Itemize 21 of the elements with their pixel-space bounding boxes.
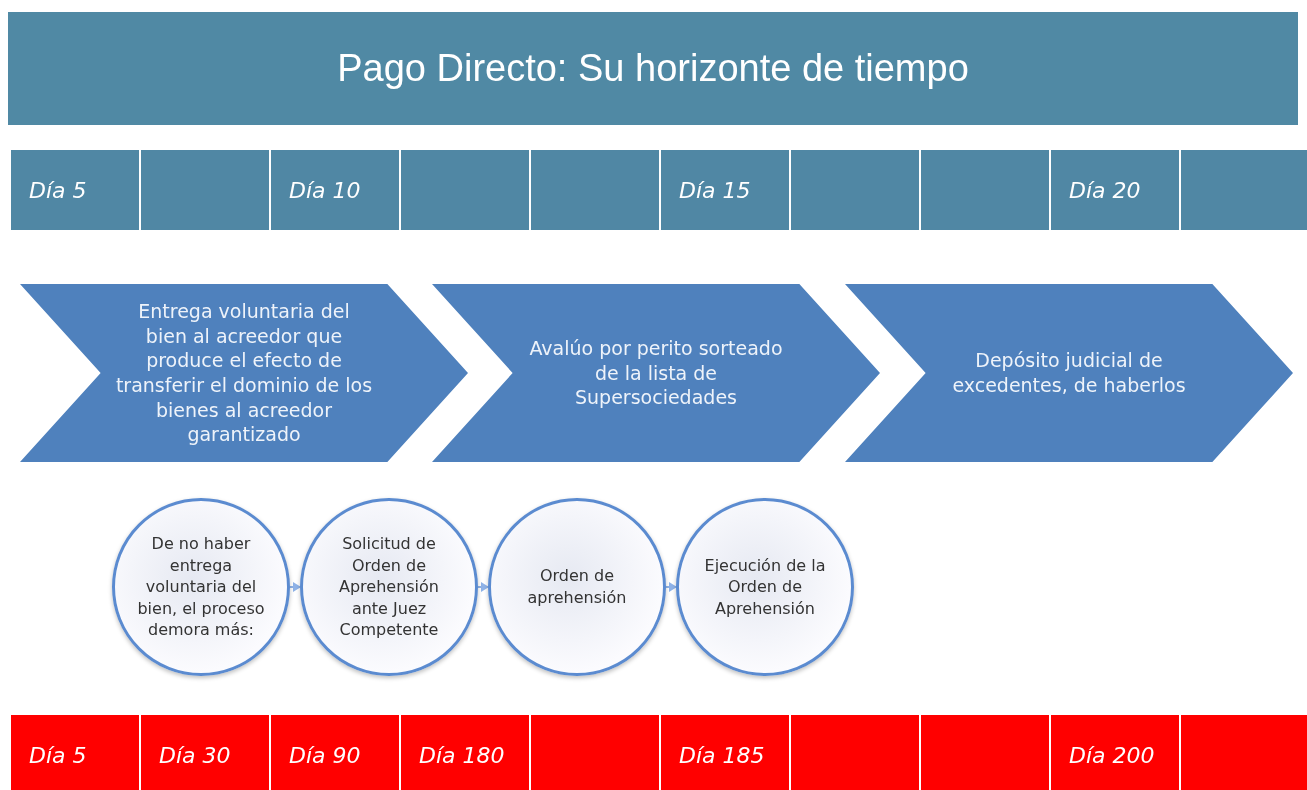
chevron-step: Entrega voluntaria del bien al acreedor que produce el efecto de transferir el dominio de los bienes al acreedor garantizado (20, 284, 468, 462)
arrow (289, 582, 301, 592)
circle-step: Orden de aprehensión (488, 498, 666, 676)
timeline-cell: Día 10 (271, 150, 399, 230)
timeline-cell: Día 5 (11, 715, 139, 790)
timeline-cell: Día 180 (401, 715, 529, 790)
timeline-cell: Día 30 (141, 715, 269, 790)
title-banner: Pago Directo: Su horizonte de tiempo (8, 12, 1298, 125)
circle-step: Ejecución de la Orden de Aprehensión (676, 498, 854, 676)
timeline-cell: Día 200 (1051, 715, 1179, 790)
timeline-cell: Día 20 (1051, 150, 1179, 230)
timeline-cell: Día 5 (11, 150, 139, 230)
timeline-cell: Día 185 (661, 715, 789, 790)
timeline-cell: Día 90 (271, 715, 399, 790)
arrow (665, 582, 677, 592)
chevron-step: Avalúo por perito sorteado de la lista de Supersociedades (432, 284, 880, 462)
circle-step: De no haber entrega voluntaria del bien, el proceso demora más: (112, 498, 290, 676)
circle-step: Solicitud de Orden de Aprehensión ante Juez Competente (300, 498, 478, 676)
arrow (477, 582, 489, 592)
chevron-step: Depósito judicial de excedentes, de haberlos (845, 284, 1293, 462)
timeline-cell: Día 15 (661, 150, 789, 230)
